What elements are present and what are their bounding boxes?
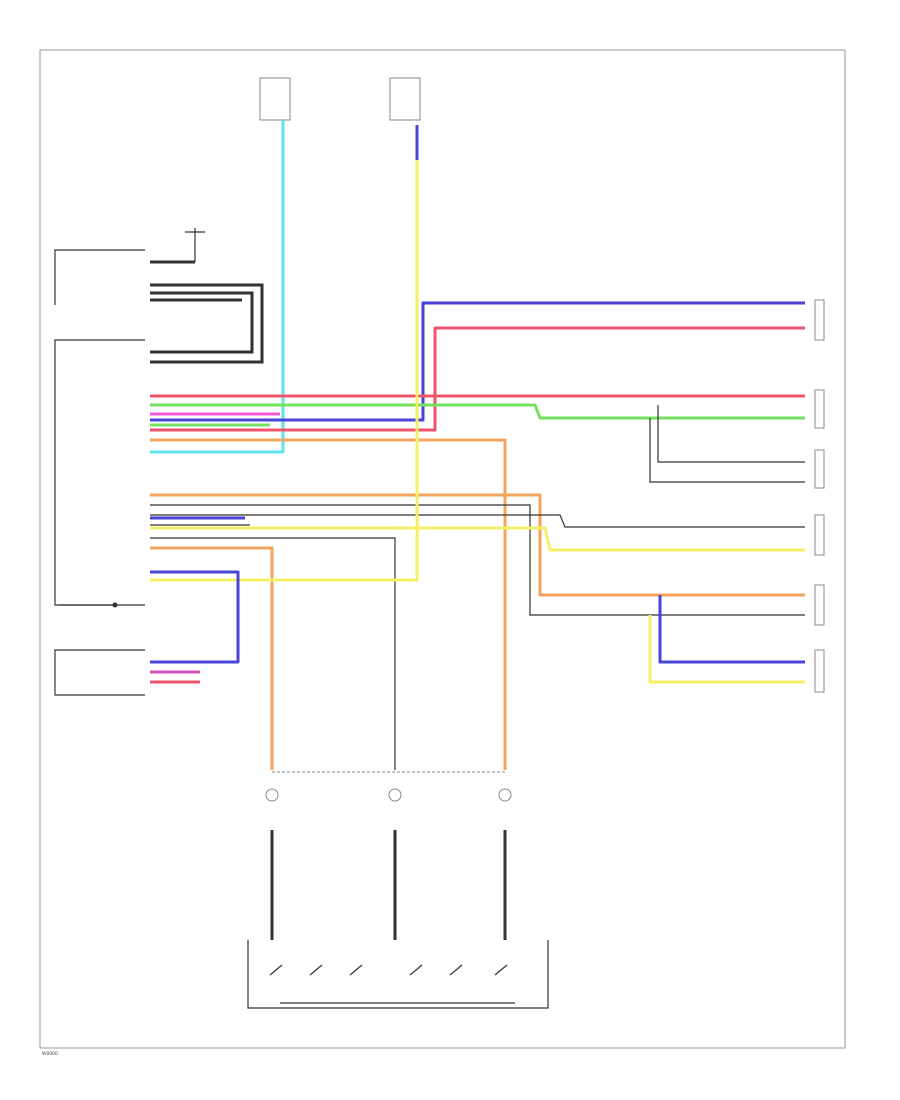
right-front-speaker-connector bbox=[814, 514, 825, 556]
switch-contact-4 bbox=[409, 964, 423, 976]
antenna-bracket bbox=[54, 249, 145, 305]
top-connector-left bbox=[259, 77, 291, 121]
antenna-feed-wire-2 bbox=[150, 291, 254, 354]
orange-wire-steering bbox=[150, 438, 507, 770]
orange-wire-steering-left bbox=[150, 546, 274, 770]
green-wire-left-rear bbox=[150, 403, 805, 420]
left-rear-speaker-connector bbox=[814, 389, 825, 429]
switch-contact-1 bbox=[269, 964, 283, 976]
lightgray-wire-right-front bbox=[150, 514, 805, 528]
antenna-feed-wire-1 bbox=[150, 283, 264, 364]
switch-contact-3 bbox=[349, 964, 363, 976]
orange-wire-right-rear bbox=[150, 493, 805, 597]
yellow-wire-right-front bbox=[150, 526, 805, 552]
gray-wire-left-tweeter-1 bbox=[657, 405, 805, 463]
ground-icon bbox=[112, 602, 118, 608]
spiral-cable-right-icon bbox=[498, 788, 512, 802]
left-tweeter-connector bbox=[814, 449, 825, 489]
top-connector-right bbox=[389, 77, 421, 121]
right-tweeter-connector bbox=[814, 649, 825, 693]
right-rear-speaker-connector bbox=[814, 584, 825, 626]
lightgray-wire-right-rear bbox=[150, 504, 805, 616]
cyan-wire bbox=[150, 120, 285, 454]
gray-wire-steering-mid bbox=[150, 537, 396, 770]
combination-meter-outline bbox=[54, 649, 145, 696]
left-front-speaker-connector bbox=[814, 299, 825, 341]
gray-wire-left-tweeter-2 bbox=[649, 418, 805, 483]
spiral-cable-mid-icon bbox=[388, 788, 402, 802]
diagram-frame bbox=[39, 49, 846, 1049]
spiral-cable-left-icon bbox=[265, 788, 279, 802]
switch-contact-6 bbox=[494, 964, 508, 976]
audio-unit-outline bbox=[54, 339, 145, 606]
footer-code: W0000 bbox=[42, 1051, 58, 1057]
blue-wire-right-tweeter bbox=[658, 595, 805, 664]
switch-contact-2 bbox=[309, 964, 323, 976]
steering-switch-outline bbox=[247, 940, 549, 1009]
blue-wire-illumination bbox=[150, 570, 240, 664]
blue-wire-left-front bbox=[150, 301, 805, 422]
switch-contact-5 bbox=[449, 964, 463, 976]
yellow-wire-right-tweeter bbox=[648, 615, 805, 684]
red-wire-left-front bbox=[150, 326, 805, 432]
